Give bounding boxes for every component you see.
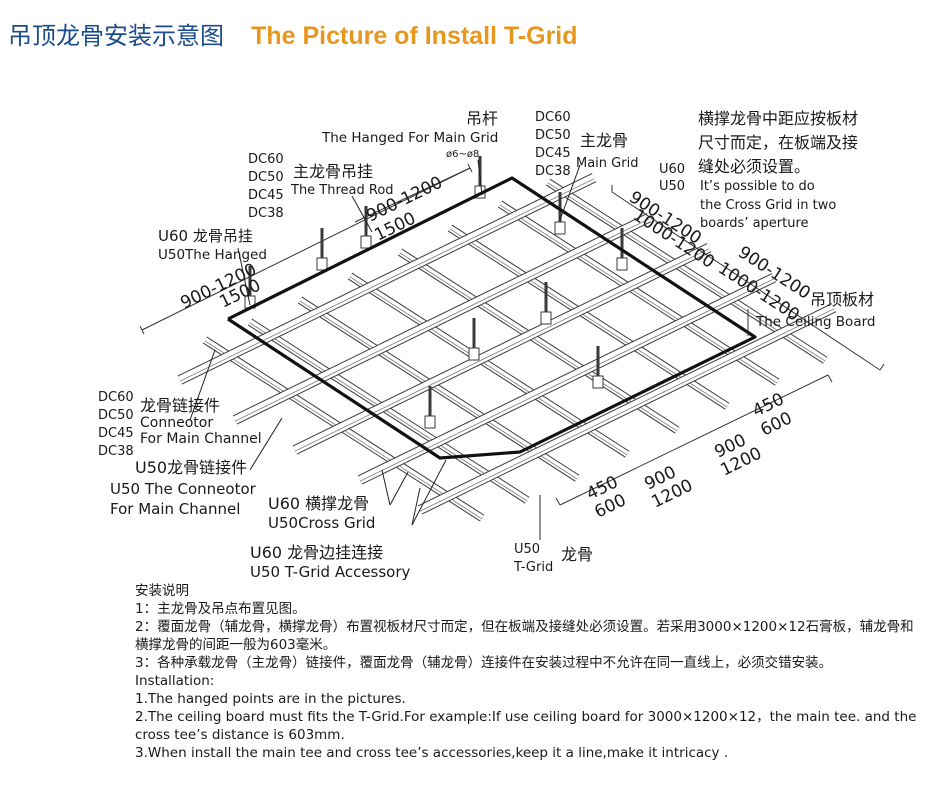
notes-en-3: 3.When install the main tee and cross te… [135,745,729,761]
hanger-clip-6 [616,257,628,271]
cross-grid-4 [348,273,629,457]
label-main-grid-model-3: DC45 [535,146,571,161]
main-grid-4-inner [359,278,775,482]
label-thread-rod-model-1: DC60 [248,152,284,167]
label-main-grid-model-4: DC38 [535,164,571,179]
label-connector-en-2: For Main Channel [140,431,262,447]
label-connector-model-3: DC45 [98,426,134,441]
label-connector-cn: 龙骨链接件 [140,396,220,415]
grid-structure [177,156,837,522]
label-connector-model-4: DC38 [98,444,134,459]
hanger-clip-5 [554,221,566,235]
main-grid-4 [358,274,776,484]
hanger-clip-3 [360,235,372,249]
label-main-grid-model-1: DC60 [535,110,571,125]
hanger-clip-10 [592,375,604,389]
label-main-grid-cn: 主龙骨 [580,131,628,150]
label-tgrid-cn: 龙骨 [561,545,593,564]
cross-grid-5 [398,249,679,433]
label-tgrid-u50: U50 [514,542,540,557]
main-grid-3-inner [294,248,710,452]
label-ceiling-board-en: The Ceiling Board [755,314,875,330]
label-accessory-en: U50 T-Grid Accessory [250,563,411,580]
label-u-model-2: U50 [659,179,685,194]
notes-heading: 安装说明 [135,583,189,599]
label-cross-note-cn-3: 缝处必须设置。 [698,157,810,176]
label-cross-note-cn-1: 横撑龙骨中距应按板材 [698,109,858,128]
label-thread-rod-cn: 主龙骨吊挂 [293,162,373,181]
label-thread-rod-model-4: DC38 [248,206,284,221]
hanger-clip-7 [468,347,480,361]
label-cross-note-cn-2: 尺寸而定，在板端及接 [698,133,858,152]
main-grid-2 [233,214,651,424]
title-en: The Picture of Install T-Grid [251,22,578,50]
ceiling-board-outline [227,176,757,460]
cross-grid-2-inner [249,322,528,502]
dimension-lines [139,163,885,506]
label-tgrid-en: T-Grid [513,560,553,575]
label-hanged-en: U50The Hanged [158,247,267,263]
cross-grid-3-inner [299,300,578,480]
label-cross-note-en-1: It’s possible to do [700,179,815,194]
main-grid-5-inner [419,308,835,512]
label-connector-en-1: Conneotor [140,415,213,431]
label-hanged-cn: U60 龙骨吊挂 [158,227,253,245]
title-row: 吊顶龙骨安装示意图 The Picture of Install T-Grid [8,16,578,56]
cross-grid-6 [448,225,729,409]
notes-cn-1: 1：主龙骨及吊点布置见图。 [135,601,306,617]
notes-en-1: 1.The hanged points are in the pictures. [135,691,406,707]
main-grid-5 [418,304,836,514]
label-cross-note-en-3: boards’ aperture [700,216,809,231]
label-main-grid-en: Main Grid [576,156,638,171]
label-thread-rod-model-2: DC50 [248,170,284,185]
hanger-clip-2 [316,257,328,271]
label-ceiling-board-cn: 吊顶板材 [810,290,874,309]
label-u50-connector-en-1: U50 The Conneotor [110,480,257,498]
label-connector-model-2: DC50 [98,408,134,423]
label-main-grid-model-2: DC50 [535,128,571,143]
notes-en-2: 2.The ceiling board must fits the T-Grid… [135,709,917,743]
main-grid-1 [178,174,596,384]
main-grid-1-inner [179,178,595,382]
main-grid-3 [293,244,711,454]
notes-cn-2: 2：覆面龙骨（辅龙骨，横撑龙骨）布置视板材尺寸而定，但在板端及接缝处必须设置。若… [135,619,914,653]
label-u50-connector-cn: U50龙骨链接件 [135,458,247,477]
cross-grid-4-inner [349,276,628,456]
label-hanger-rod-dia: ø6~ø8 [446,149,479,160]
label-thread-rod-model-3: DC45 [248,188,284,203]
notes-en-heading: Installation: [135,673,215,689]
notes-cn-3: 3：各种承载龙骨（主龙骨）链接件，覆面龙骨（辅龙骨）连接件在安装过程中不允许在同… [135,655,833,671]
hanger-clip-8 [540,311,552,325]
cross-grid-2 [248,319,529,503]
installation-notes: 安装说明 1：主龙骨及吊点布置见图。 2：覆面龙骨（辅龙骨，横撑龙骨）布置视板材… [135,582,925,762]
hanger-clip-9 [424,415,436,429]
label-hanger-rod-cn: 吊杆 [466,109,498,128]
ceiling-grid-diagram: 吊杆 The Hanged For Main Grid ø6~ø8 DC60 D… [98,109,885,580]
label-u50-connector-en-2: For Main Channel [110,500,240,518]
label-cross-note-en-2: the Cross Grid in two [700,198,836,213]
label-connector-model-1: DC60 [98,390,134,405]
title-cn: 吊顶龙骨安装示意图 [8,22,224,50]
label-accessory-cn: U60 龙骨边挂连接 [250,543,383,562]
cross-grid-3 [298,297,579,481]
label-cross-grid-cn: U60 横撑龙骨 [268,494,369,513]
label-thread-rod-en: The Thread Rod [290,183,394,198]
label-hanger-rod-en: The Hanged For Main Grid [321,130,498,146]
leader-lines [189,159,581,540]
label-u-model-1: U60 [659,162,685,177]
label-cross-grid-en: U50Cross Grid [268,514,375,532]
main-grid-2-inner [234,218,650,422]
